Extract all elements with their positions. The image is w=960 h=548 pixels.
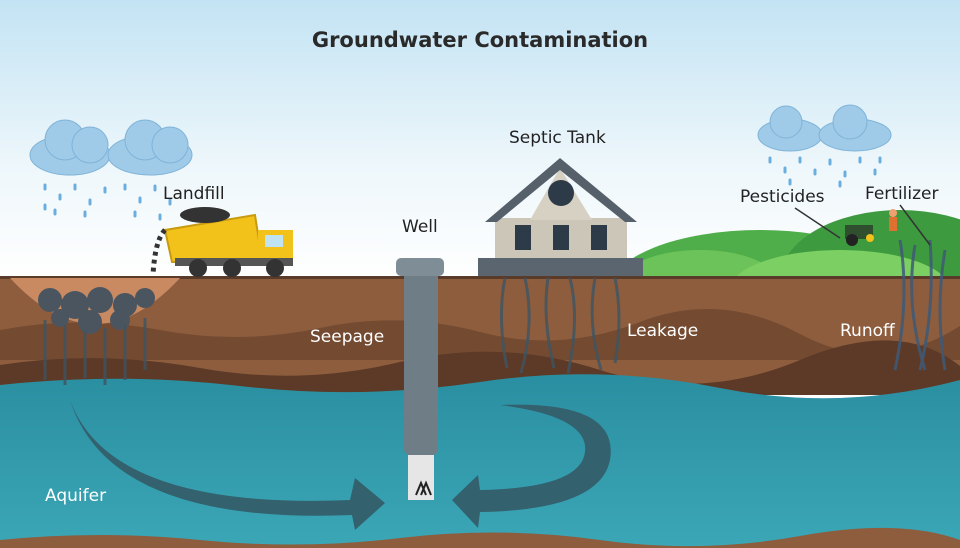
leakage-streaks	[499, 277, 621, 374]
flow-arrow-right	[452, 404, 611, 528]
clouds-right	[757, 104, 892, 152]
soil-band	[0, 309, 960, 360]
label-seepage: Seepage	[310, 327, 385, 347]
clouds-left	[29, 119, 193, 176]
label-runoff: Runoff	[840, 321, 895, 341]
septic-house	[478, 158, 643, 276]
dump-truck	[150, 207, 293, 277]
aquifer-water	[0, 374, 960, 548]
label-pointers	[794, 204, 931, 246]
rain-right	[768, 156, 882, 188]
runoff-streaks	[893, 239, 947, 371]
tractor	[845, 209, 897, 246]
rain-left	[43, 183, 172, 221]
bedrock-strip	[0, 527, 960, 548]
ground-surface	[0, 276, 960, 279]
seepage-streaks	[43, 318, 147, 385]
diagram-title: Groundwater Contamination	[311, 28, 649, 52]
label-landfill: Landfill	[163, 184, 225, 204]
label-pesticides: Pesticides	[740, 187, 825, 207]
label-septic-tank: Septic Tank	[509, 128, 606, 148]
flow-arrow-left	[70, 400, 385, 530]
soil-band-dark	[0, 340, 960, 395]
label-well: Well	[402, 217, 438, 237]
well-pipe	[396, 258, 444, 500]
label-aquifer: Aquifer	[45, 486, 107, 506]
label-fertilizer: Fertilizer	[865, 184, 939, 204]
label-leakage: Leakage	[627, 321, 699, 341]
